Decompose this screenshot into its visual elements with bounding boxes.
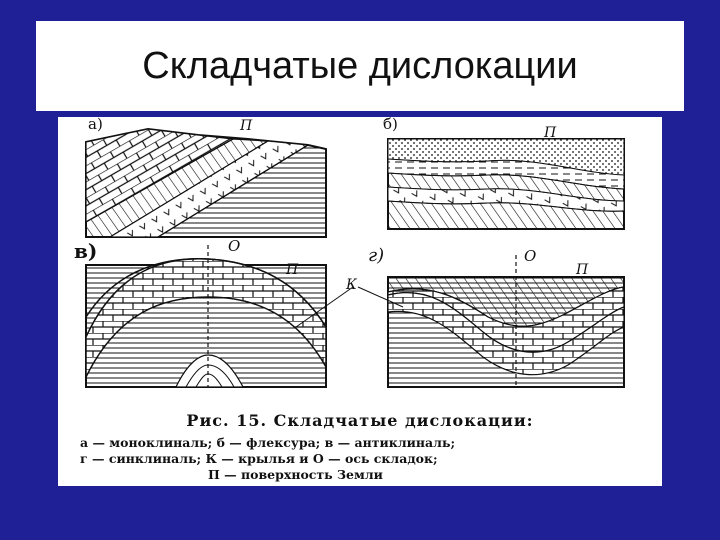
panel-label-g: г)	[368, 245, 385, 266]
panel-flexure	[387, 138, 625, 230]
panel-anticline	[85, 245, 354, 388]
axis-marker-g: О	[524, 247, 537, 265]
panel-label-a: а)	[88, 117, 103, 133]
surface-marker-a: П	[240, 118, 253, 134]
figure-caption-title: Рис. 15. Складчатые дислокации:	[186, 411, 534, 430]
figure-drawing	[80, 127, 640, 401]
figure-caption-line-2: г — синклиналь; К — крылья и О — ось скл…	[80, 451, 438, 466]
slide-title-box: Складчатые дислокации	[36, 21, 684, 111]
wings-marker: К	[346, 277, 357, 293]
panel-label-b: б)	[383, 117, 398, 133]
panel-monocline	[85, 127, 327, 238]
slide-title: Складчатые дислокации	[142, 44, 578, 87]
axis-marker-v: О	[228, 237, 241, 255]
surface-marker-v: П	[286, 262, 299, 278]
panel-syncline	[357, 255, 625, 388]
surface-marker-g: П	[576, 262, 589, 278]
panel-label-v: в)	[74, 239, 98, 263]
figure-caption-line-1: а — моноклиналь; б — флексура; в — антик…	[80, 435, 456, 450]
figure-caption-line-3: П — поверхность Земли	[208, 467, 383, 482]
surface-marker-b: П	[544, 125, 557, 141]
fold-dislocations-figure: а) П б) П в) О П К г) О П Рис. 15. Склад…	[58, 117, 662, 486]
